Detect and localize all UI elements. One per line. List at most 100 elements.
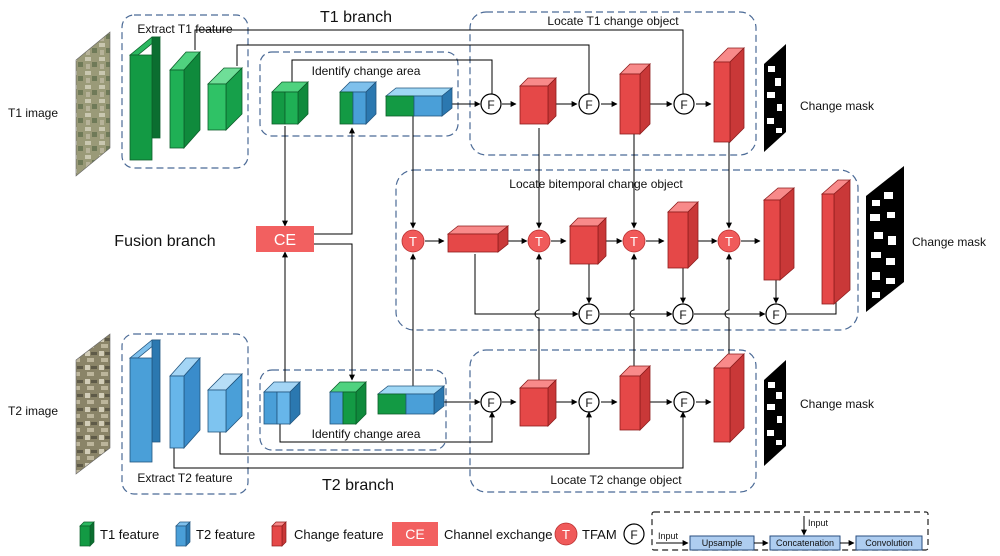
svg-text:F: F xyxy=(680,396,687,410)
fusion-t-node-3: T xyxy=(622,229,646,253)
t2-image-label: T2 image xyxy=(8,404,58,418)
t1-identify-feature-2 xyxy=(339,81,377,125)
t2-identify-feature-2 xyxy=(329,381,367,425)
t1-encoder-block-2 xyxy=(169,50,201,150)
t1-encoder-block-1 xyxy=(128,36,162,161)
svg-text:T: T xyxy=(409,234,417,249)
t1-change-feature-1 xyxy=(519,77,557,125)
t2-encoder-block-3 xyxy=(207,373,243,433)
legend-change-feature-icon xyxy=(271,521,287,547)
fusion-f-node-1: F xyxy=(578,303,600,325)
fusion-change-feature-4 xyxy=(762,187,796,281)
fusion-change-feature-5 xyxy=(820,179,852,305)
fusion-t-node-2: T xyxy=(527,229,551,253)
legend-convolution-box xyxy=(855,535,923,551)
t1-f-node-3: F xyxy=(673,93,695,115)
fusion-change-feature-3 xyxy=(667,201,699,269)
fusion-t-node-1: T xyxy=(401,229,425,253)
fusion-branch-title: Fusion branch xyxy=(114,233,215,250)
t1-image xyxy=(75,31,111,177)
t1-branch-title: T1 branch xyxy=(320,9,392,26)
svg-text:T: T xyxy=(562,527,570,542)
t1-concat-feature xyxy=(384,87,454,117)
identify-change-area-top-region xyxy=(259,51,459,137)
extract-t1-region xyxy=(121,14,249,169)
t1-image-label: T1 image xyxy=(8,106,58,120)
extract-t2-region xyxy=(121,333,249,495)
t2-branch-title: T2 branch xyxy=(322,477,394,494)
change-mask-t2 xyxy=(764,360,786,466)
t1-encoder-block-3 xyxy=(207,67,243,131)
legend-f-icon: F xyxy=(623,523,645,545)
fusion-change-feature-1 xyxy=(446,225,510,253)
t2-identify-feature-1 xyxy=(263,381,301,425)
legend-tfam-icon: T xyxy=(554,522,578,546)
svg-text:F: F xyxy=(679,308,686,322)
change-mask-bi-label: Change mask xyxy=(912,235,987,249)
channel-exchange-node: CE xyxy=(256,226,314,252)
fusion-f-node-2: F xyxy=(672,303,694,325)
extract-t2-label: Extract T2 feature xyxy=(137,471,232,485)
t2-change-feature-3 xyxy=(713,353,745,443)
legend-channel-exchange-label: Channel exchange xyxy=(444,527,552,542)
ce-node-label: CE xyxy=(274,232,296,249)
locate-bi-label: Locate bitemporal change object xyxy=(509,177,683,191)
svg-text:F: F xyxy=(585,396,592,410)
locate-t1-region xyxy=(469,11,757,156)
legend-input-top-label: Input xyxy=(808,518,829,528)
t1-f-node-1: F xyxy=(480,93,502,115)
t2-encoder-block-2 xyxy=(169,356,201,450)
identify-bottom-label: Identify change area xyxy=(312,427,421,441)
locate-t2-region xyxy=(469,349,757,493)
t2-f-node-1: F xyxy=(480,391,502,413)
svg-text:F: F xyxy=(487,396,494,410)
legend-t1-feature-icon xyxy=(79,521,95,547)
legend-f-module-box xyxy=(651,511,929,551)
change-mask-t2-label: Change mask xyxy=(800,397,875,411)
fusion-f-node-3: F xyxy=(765,303,787,325)
t2-change-feature-2 xyxy=(619,365,651,431)
change-mask-t1-label: Change mask xyxy=(800,99,875,113)
svg-text:F: F xyxy=(680,98,687,112)
locate-bitemporal-region xyxy=(395,169,859,331)
legend-input-left-label: Input xyxy=(658,531,679,541)
locate-t1-label: Locate T1 change object xyxy=(547,14,679,28)
legend-t1-feature-label: T1 feature xyxy=(100,527,159,542)
legend-concatenation-label: Concatenation xyxy=(776,538,834,548)
t1-change-feature-3 xyxy=(713,47,745,143)
svg-text:CE: CE xyxy=(405,526,424,542)
svg-text:F: F xyxy=(630,528,637,542)
svg-text:F: F xyxy=(585,308,592,322)
connections xyxy=(173,29,839,469)
legend-ce-icon: CE xyxy=(392,522,438,546)
svg-text:T: T xyxy=(535,234,543,249)
t2-encoder-block-1 xyxy=(128,339,162,463)
t2-f-node-3: F xyxy=(673,391,695,413)
svg-text:T: T xyxy=(630,234,638,249)
fusion-t-node-4: T xyxy=(717,229,741,253)
identify-top-label: Identify change area xyxy=(312,64,421,78)
svg-text:F: F xyxy=(487,98,494,112)
t2-change-feature-1 xyxy=(519,379,557,427)
legend-tfam-label: TFAM xyxy=(582,527,617,542)
fusion-change-feature-2 xyxy=(569,217,607,265)
change-mask-bi xyxy=(866,166,904,312)
t2-image xyxy=(75,333,111,475)
t2-concat-feature xyxy=(376,385,446,415)
legend-change-feature-label: Change feature xyxy=(294,527,384,542)
t2-f-node-2: F xyxy=(578,391,600,413)
svg-text:F: F xyxy=(585,98,592,112)
t1-identify-feature-1 xyxy=(271,81,309,125)
identify-change-area-bottom-region xyxy=(259,369,447,451)
change-mask-t1 xyxy=(764,44,786,152)
legend-t2-feature-label: T2 feature xyxy=(196,527,255,542)
locate-t2-label: Locate T2 change object xyxy=(550,473,682,487)
svg-text:T: T xyxy=(725,234,733,249)
legend-t2-feature-icon xyxy=(175,521,191,547)
t1-f-node-2: F xyxy=(578,93,600,115)
svg-text:F: F xyxy=(772,308,779,322)
extract-t1-label: Extract T1 feature xyxy=(137,22,232,36)
legend: T1 feature T2 feature Change feature CE … xyxy=(79,511,929,551)
legend-convolution-label: Convolution xyxy=(865,538,913,548)
